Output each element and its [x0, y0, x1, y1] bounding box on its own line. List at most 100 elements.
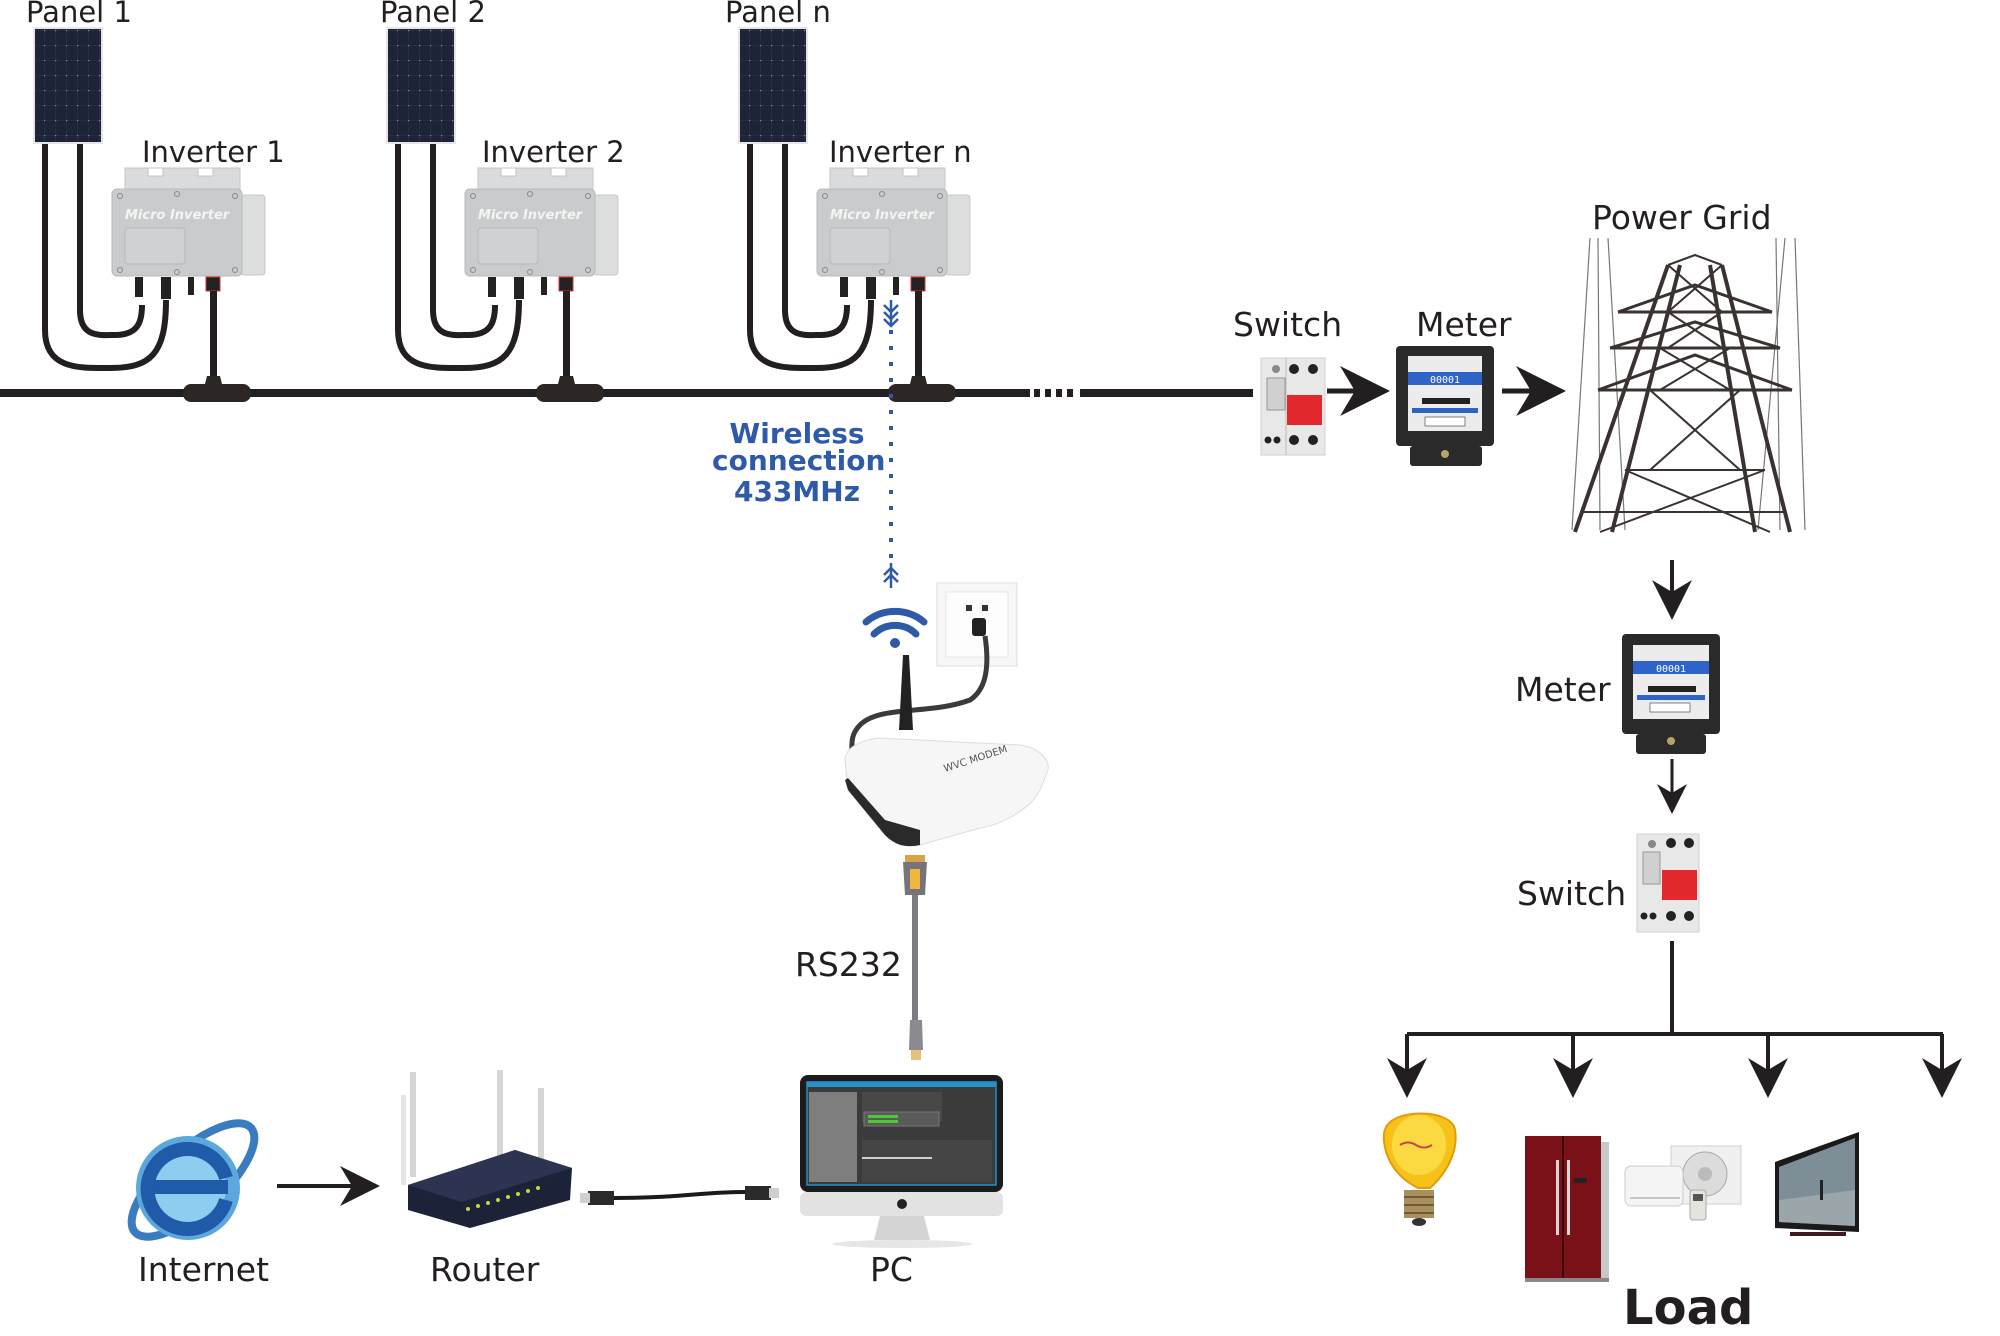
inverter-side-bracket — [945, 194, 971, 276]
pv-unit-3: Micro Inverter — [738, 27, 971, 402]
ac-connector — [205, 276, 221, 292]
antenna-signal-icon-top — [883, 300, 899, 328]
inverter-device-text: Micro Inverter — [830, 208, 936, 223]
inverter-screw — [470, 267, 476, 273]
television-icon — [1775, 1132, 1859, 1236]
internet-label: Internet — [138, 1250, 270, 1289]
house-switch-label: Switch — [1517, 874, 1627, 913]
light-bulb-icon — [1382, 1112, 1457, 1226]
dc-cable — [395, 144, 522, 372]
pc-monitor-icon — [800, 1075, 1003, 1248]
grid-meter-icon: 00001 — [1396, 346, 1494, 466]
inverter-screw — [174, 191, 180, 197]
solar-panel-icon — [35, 29, 101, 142]
dc-cable — [430, 144, 498, 339]
panel-1-label: Panel 1 — [26, 0, 132, 29]
router-icon — [401, 1070, 572, 1228]
antenna-signal-icon-bottom — [883, 563, 899, 588]
ac-drop-cable — [558, 376, 575, 384]
grid-meter-label: Meter — [1416, 305, 1512, 344]
ac-drop-cable — [910, 376, 927, 384]
wireless-line-2: connection — [712, 444, 886, 477]
house-switch-icon — [1636, 833, 1700, 933]
refrigerator-icon — [1525, 1136, 1609, 1282]
inverter-screw — [117, 267, 123, 273]
wifi-icon — [862, 607, 928, 648]
inverter-screw — [585, 193, 591, 199]
ac-connector — [910, 276, 926, 292]
inverter-device-text: Micro Inverter — [125, 208, 231, 223]
ethernet-cable-icon — [580, 1186, 779, 1205]
grid-switch-icon — [1260, 357, 1326, 456]
t-connector-icon — [183, 384, 251, 402]
inverter-screw — [937, 193, 943, 199]
ac-drop-cable — [563, 291, 570, 376]
inverter-mount — [829, 167, 946, 191]
pc-label: PC — [870, 1250, 913, 1289]
dc-cable — [42, 144, 169, 372]
ac-drop-cable — [210, 291, 217, 376]
inverter-screw — [879, 269, 885, 275]
rf-antenna-stub — [541, 277, 547, 295]
gateway-modem-icon: WVC MODEM — [844, 737, 1049, 847]
air-conditioner-icon — [1624, 1145, 1742, 1221]
inverter-label-plate — [477, 227, 539, 265]
inverter-side-bracket — [593, 194, 619, 276]
house-meter-icon: 00001 — [1622, 634, 1720, 754]
power-grid-label: Power Grid — [1592, 198, 1772, 237]
solar-panel-icon — [388, 29, 454, 142]
pv-unit-1: Micro Inverter — [33, 27, 266, 402]
inverter-screw — [937, 267, 943, 273]
pv-unit-2: Micro Inverter — [386, 27, 619, 402]
inverter-screw — [879, 191, 885, 197]
dc-connector — [840, 277, 848, 297]
load-distribution-lines — [1407, 941, 1943, 1036]
ac-connector — [558, 276, 574, 292]
wireless-connection-label: Wireless connection 433MHz — [712, 417, 886, 506]
grid-meter-reading: 00001 — [1430, 375, 1460, 386]
inverter-screw — [822, 267, 828, 273]
inverter-screw — [470, 193, 476, 199]
inverter-device-text: Micro Inverter — [478, 208, 584, 223]
inverter-2-label: Inverter 2 — [482, 135, 625, 169]
inverter-mount — [477, 167, 594, 191]
solar-panel-icon — [740, 29, 806, 142]
dc-connector — [135, 277, 143, 297]
panel-n-label: Panel n — [725, 0, 831, 29]
rs232-cable-icon — [903, 855, 927, 1060]
house-meter-label: Meter — [1515, 670, 1611, 709]
inverter-screw — [527, 191, 533, 197]
dc-cable — [77, 144, 145, 339]
wireless-link — [883, 300, 899, 588]
gateway-antenna-icon — [899, 655, 913, 730]
internet-icon — [127, 1119, 259, 1241]
t-connector-icon — [536, 384, 604, 402]
inverter-label-plate — [829, 227, 891, 265]
load-label: Load — [1623, 1280, 1754, 1336]
rf-antenna-stub — [188, 277, 194, 295]
inverter-side-bracket — [240, 194, 266, 276]
inverter-screw — [117, 193, 123, 199]
inverter-screw — [174, 269, 180, 275]
t-connector-icon — [888, 384, 956, 402]
dc-connector — [866, 277, 876, 299]
ac-drop-cable — [205, 376, 222, 384]
rf-antenna-stub — [893, 277, 899, 295]
wireless-line-1: Wireless — [729, 417, 865, 450]
router-label: Router — [430, 1250, 540, 1289]
inverter-screw — [822, 193, 828, 199]
house-meter-reading: 00001 — [1656, 664, 1686, 675]
power-grid-tower-icon — [1571, 237, 1806, 533]
dc-connector — [514, 277, 524, 299]
inverter-1-label: Inverter 1 — [142, 135, 285, 169]
inverter-screw — [527, 269, 533, 275]
panel-2-label: Panel 2 — [380, 0, 486, 29]
dc-cable — [782, 144, 850, 339]
dc-connector — [488, 277, 496, 297]
inverter-screw — [232, 193, 238, 199]
inverter-label-plate — [124, 227, 186, 265]
ac-drop-cable — [915, 291, 922, 376]
grid-switch-label: Switch — [1233, 305, 1343, 344]
dc-cable — [747, 144, 874, 372]
